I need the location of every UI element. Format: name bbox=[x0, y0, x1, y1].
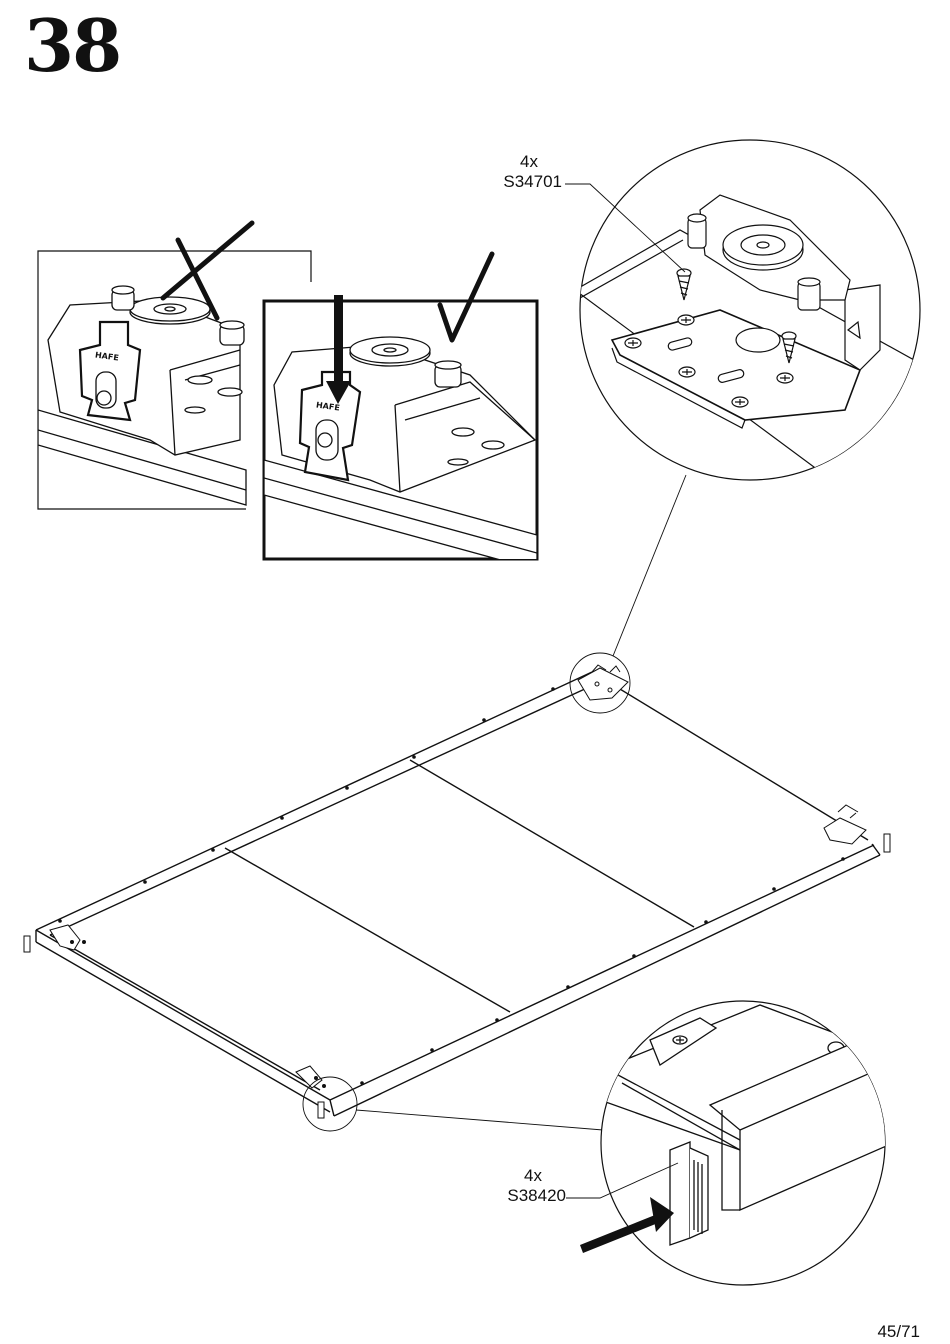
top-detail-circle bbox=[565, 140, 950, 490]
bottom-callout-quantity: 4x bbox=[490, 1166, 566, 1186]
bottom-detail-circle bbox=[566, 1001, 950, 1285]
correct-example-panel bbox=[264, 254, 537, 570]
top-callout: 4x S34701 bbox=[486, 152, 562, 192]
top-callout-quantity: 4x bbox=[486, 152, 562, 172]
top-callout-part-code: S34701 bbox=[486, 172, 562, 192]
bottom-callout: 4x S38420 bbox=[490, 1166, 566, 1206]
detail-locator-bottom bbox=[303, 1077, 357, 1131]
bottom-callout-part-code: S38420 bbox=[490, 1186, 566, 1206]
page-number: 45/71 bbox=[877, 1322, 920, 1342]
